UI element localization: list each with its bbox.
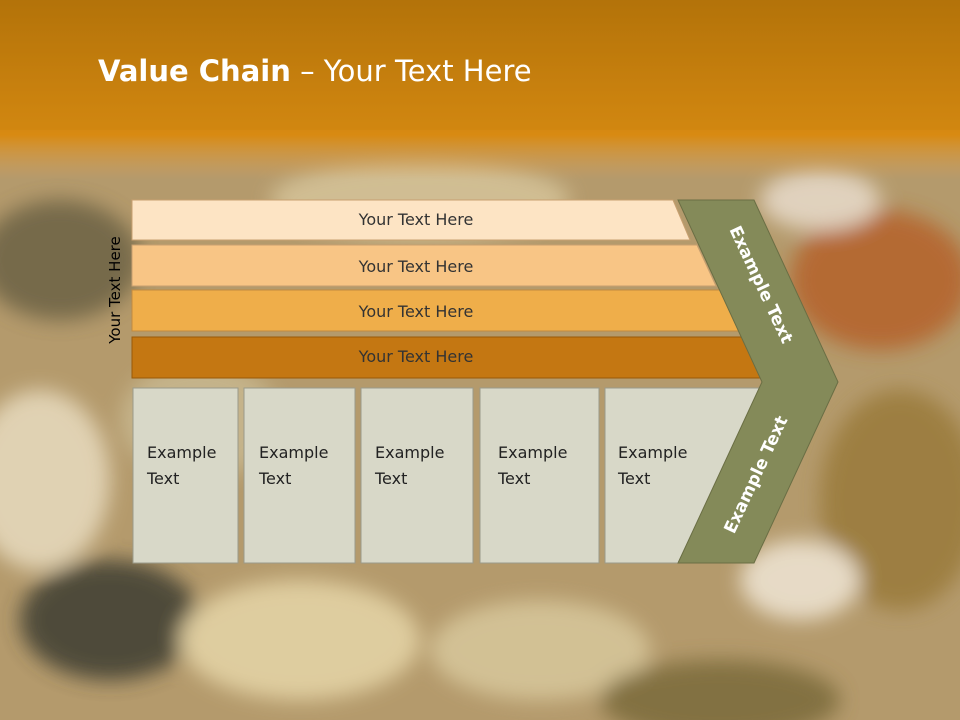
reflection-box-4-line2: Text <box>497 638 530 657</box>
box-1-line2: Text <box>146 469 179 488</box>
box-1-shape <box>132 387 239 564</box>
reflection-box-3-line1: Example <box>375 664 444 683</box>
reflection-chevron <box>678 563 762 720</box>
reflection-box-3-line2: Text <box>374 638 407 657</box>
box-3[interactable]: Example Text <box>360 387 474 564</box>
reflection-box-4-line1: Example <box>498 664 567 683</box>
box-3-shape <box>360 387 474 564</box>
box-3-line1: Example <box>375 443 444 462</box>
reflection-box-1-line2: Text <box>146 638 179 657</box>
box-5-line1: Example <box>618 443 687 462</box>
reflection-box-1-line1: Example <box>147 664 216 683</box>
row-3-label: Your Text Here <box>358 302 474 321</box>
box-5-line2: Text <box>617 469 650 488</box>
reflection-box-2-line2: Text <box>258 638 291 657</box>
row-2-label: Your Text Here <box>358 257 474 276</box>
diagram-reflection: Example Text Example Text Example Text E… <box>132 562 762 720</box>
reflection-box-1 <box>132 562 239 720</box>
box-1-line1: Example <box>147 443 216 462</box>
box-2[interactable]: Example Text <box>243 387 356 564</box>
box-2-line1: Example <box>259 443 328 462</box>
row-4-label: Your Text Here <box>358 347 474 366</box>
row-1-shape <box>131 199 691 241</box>
box-2-line2: Text <box>258 469 291 488</box>
reflection-box-4 <box>479 562 600 720</box>
box-3-line2: Text <box>374 469 407 488</box>
row-2-shape <box>131 244 717 287</box>
row-1-label: Your Text Here <box>358 210 474 229</box>
row-1[interactable]: Your Text Here <box>131 199 691 241</box>
row-4[interactable]: Your Text Here <box>131 336 764 379</box>
reflection-box-5-line2: Text <box>617 638 650 657</box>
row-3[interactable]: Your Text Here <box>131 289 740 332</box>
box-4[interactable]: Example Text <box>479 387 600 564</box>
reflection-box-2 <box>243 562 356 720</box>
title-bold: Value Chain <box>98 54 291 88</box>
box-1[interactable]: Example Text <box>132 387 239 564</box>
box-4-shape <box>479 387 600 564</box>
reflection-box-2-line1: Example <box>259 664 328 683</box>
reflection-box-5-line1: Example <box>618 664 687 683</box>
box-2-shape <box>243 387 356 564</box>
title-rest: – Your Text Here <box>290 54 532 88</box>
slide-title: Value Chain – Your Text Here <box>98 54 532 88</box>
box-4-line1: Example <box>498 443 567 462</box>
row-2[interactable]: Your Text Here <box>131 244 717 287</box>
box-4-line2: Text <box>497 469 530 488</box>
reflection-box-3 <box>360 562 474 720</box>
